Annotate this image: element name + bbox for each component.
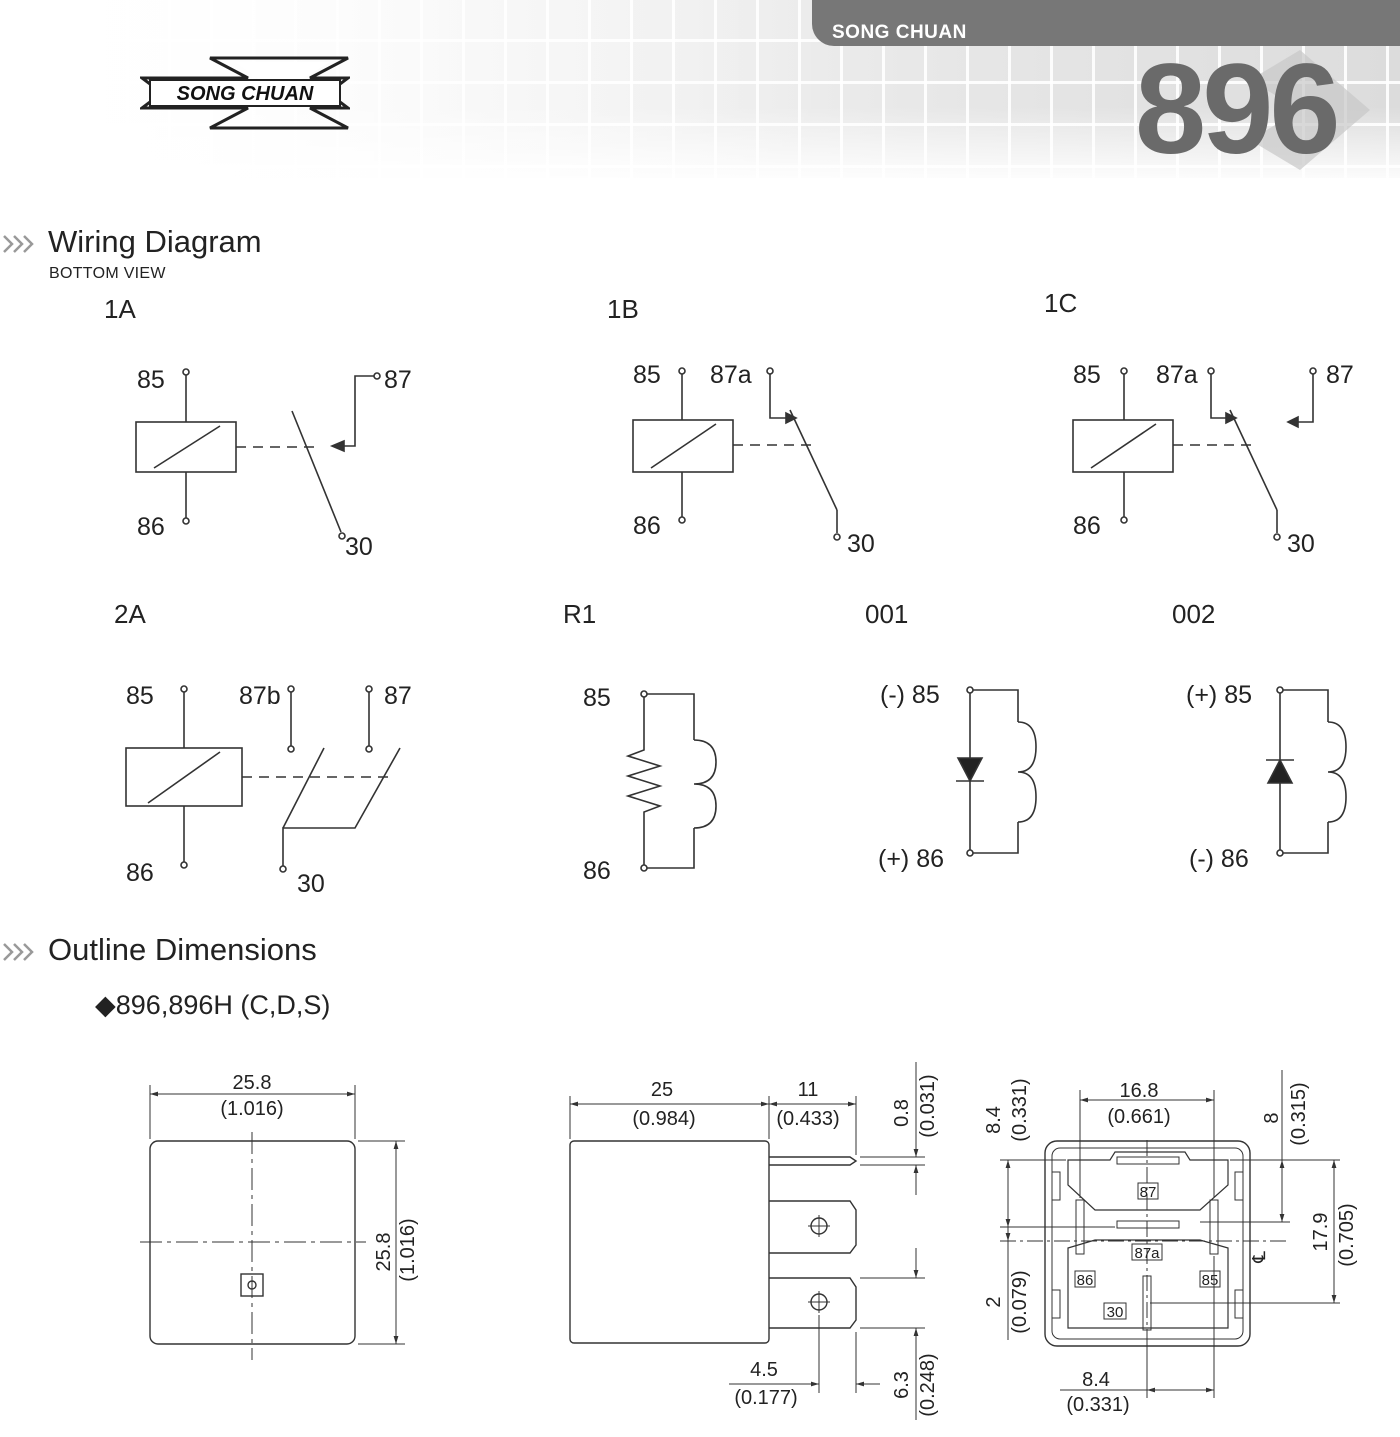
dim-height-inch: (1.016) [397, 1218, 419, 1281]
diagram-1b: 85 86 87a 30 [632, 361, 875, 558]
terminal-30: 30 [847, 530, 875, 558]
terminal-86: 86 [583, 857, 611, 885]
bottom-view-drawing: 87 87a 86 85 30 ℄ 16.8 (0.661) 8.4 (0.33… [983, 1070, 1358, 1416]
terminal-85: 85 [633, 361, 661, 389]
section-arrows-icon [3, 235, 34, 253]
outline-dimensions-title: Outline Dimensions [48, 932, 317, 967]
side-view-drawing: 25 (0.984) 11 (0.433) 0.8 (0.031) 4.5 (0… [569, 1062, 939, 1420]
top-view-drawing: 25.8 (1.016) 25.8 (1.016) [140, 1072, 419, 1360]
dim-pin-length-inch: (0.433) [776, 1108, 839, 1130]
terminal-85: (-) 85 [880, 681, 940, 709]
dim-right-offset-inch: (0.315) [1288, 1082, 1310, 1145]
diagram-002: (+) 85 (-) 86 [1186, 681, 1347, 873]
dim-pin-thickness-inch: (0.031) [917, 1074, 939, 1137]
dim-bottom-span: 8.4 [1082, 1369, 1110, 1391]
diagram-2a: 85 86 87b 87 30 [125, 682, 412, 898]
dim-hole-offset-inch: (0.177) [734, 1387, 797, 1409]
pin-87a-label: 87a [1134, 1245, 1160, 1262]
terminal-85: 85 [583, 684, 611, 712]
terminal-86: 86 [633, 512, 661, 540]
dim-width: 25.8 [233, 1072, 272, 1094]
dim-body-length-inch: (0.984) [632, 1108, 695, 1130]
terminal-86: 86 [137, 513, 165, 541]
terminal-85: 85 [1073, 361, 1101, 389]
terminal-86: 86 [1073, 512, 1101, 540]
diagram-001: (-) 85 (+) 86 [878, 681, 1037, 873]
diagram-1a: 85 86 87 30 [135, 366, 412, 561]
model-variant-label: ◆896,896H (C,D,S) [95, 990, 331, 1020]
wiring-diagram-title: Wiring Diagram [48, 224, 262, 259]
dim-center-offset-inch: (0.079) [1009, 1270, 1031, 1333]
terminal-85: 85 [126, 682, 154, 710]
dim-pin-length: 11 [798, 1079, 819, 1101]
terminal-85: (+) 85 [1186, 681, 1252, 709]
terminal-87a: 87a [710, 361, 752, 389]
diagram-001-label: 001 [865, 599, 909, 629]
diagram-1a-label: 1A [104, 294, 136, 324]
chevron-decoration [1250, 50, 1370, 170]
dim-pin-span: 16.8 [1120, 1080, 1159, 1102]
terminal-86: 86 [126, 859, 154, 887]
terminal-87: 87 [384, 366, 412, 394]
diagram-1c-label: 1C [1044, 288, 1078, 318]
dim-body-length: 25 [651, 1079, 673, 1101]
terminal-87: 87 [1326, 361, 1354, 389]
terminal-86: (-) 86 [1189, 845, 1249, 873]
terminal-87: 87 [384, 682, 412, 710]
terminal-87a: 87a [1156, 361, 1198, 389]
dim-top-offset-inch: (0.331) [1009, 1078, 1031, 1141]
diagram-r1: 85 86 [583, 684, 717, 885]
diagram-1b-label: 1B [607, 294, 639, 324]
bottom-view-label: BOTTOM VIEW [49, 265, 166, 282]
brand-name: SONG CHUAN [832, 22, 967, 43]
pin-87-label: 87 [1140, 1184, 1157, 1201]
brand-bar [812, 0, 1400, 46]
section-arrows-icon [3, 943, 34, 961]
dim-vertical-span-inch: (0.705) [1336, 1203, 1358, 1266]
dim-width-inch: (1.016) [220, 1098, 283, 1120]
dim-right-offset: 8 [1261, 1112, 1283, 1123]
terminal-87b: 87b [239, 682, 281, 710]
dim-hole-offset: 4.5 [750, 1359, 778, 1381]
centerline-symbol: ℄ [1249, 1251, 1269, 1264]
diagram-r1-label: R1 [563, 599, 597, 629]
terminal-30: 30 [1287, 530, 1315, 558]
dim-bottom-span-inch: (0.331) [1066, 1394, 1129, 1416]
dim-height: 25.8 [373, 1233, 395, 1272]
dim-center-offset: 2 [983, 1296, 1005, 1307]
diagram-002-label: 002 [1172, 599, 1216, 629]
terminal-30: 30 [297, 870, 325, 898]
song-chuan-logo: SONG CHUAN [140, 56, 350, 130]
terminal-85: 85 [137, 366, 165, 394]
terminal-30: 30 [345, 533, 373, 561]
dim-pin-width-inch: (0.248) [917, 1353, 939, 1416]
terminal-86: (+) 86 [878, 845, 944, 873]
dim-pin-width: 6.3 [891, 1371, 913, 1399]
diagram-1c: 85 86 87a 87 30 [1072, 361, 1354, 558]
model-number: 896 [1135, 38, 1341, 179]
dim-pin-span-inch: (0.661) [1107, 1106, 1170, 1128]
dim-pin-thickness: 0.8 [891, 1099, 913, 1127]
pin-30-label: 30 [1107, 1304, 1124, 1321]
diagram-2a-label: 2A [114, 599, 146, 629]
dim-top-offset: 8.4 [983, 1106, 1005, 1134]
page-header: SONG CHUAN 896 SONG CHUAN [0, 0, 1400, 178]
pin-86-label: 86 [1077, 1272, 1094, 1289]
dim-vertical-span: 17.9 [1310, 1213, 1332, 1252]
pin-85-label: 85 [1202, 1272, 1219, 1289]
logo-text: SONG CHUAN [177, 83, 314, 105]
